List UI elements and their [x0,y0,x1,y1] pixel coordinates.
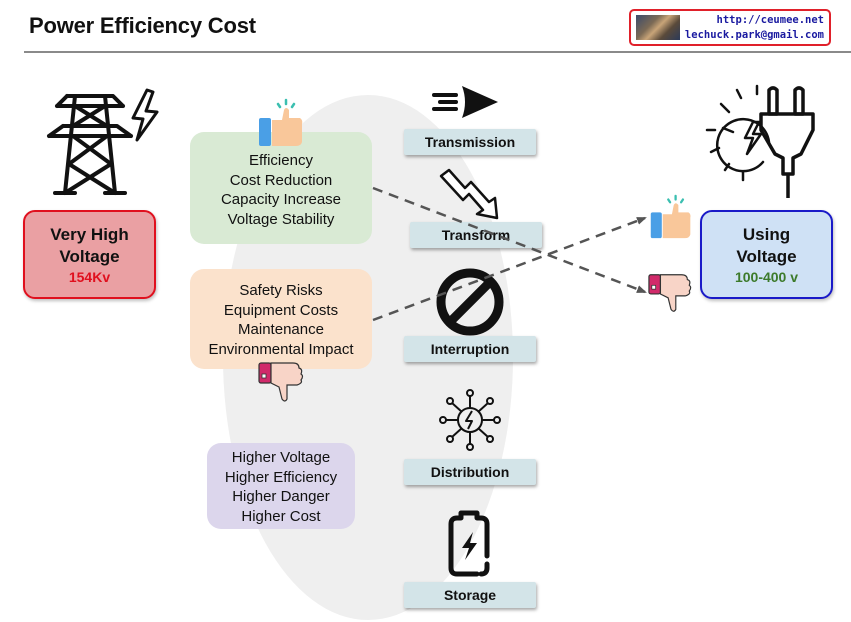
source-title-line2: Voltage [59,247,120,266]
tradeoff-item: Higher Voltage [231,449,331,466]
brand-badge: http://ceumee.net lechuck.park@gmail.com [629,9,831,46]
brand-email[interactable]: lechuck.park@gmail.com [684,29,824,41]
pros-item: Voltage Stability [227,210,335,228]
title-divider [24,51,851,53]
cons-item: Equipment Costs [223,301,339,319]
tradeoff-item: Higher Danger [232,488,330,505]
zigzag-arrow-icon [439,168,499,220]
cons-item: Environmental Impact [208,340,354,358]
using-voltage-box: Using Voltage 100-400 v [700,210,833,299]
destination-title-line1: Using [742,225,791,244]
very-high-voltage-box: Very High Voltage 154Kv [23,210,156,299]
pros-item: Capacity Increase [220,191,342,208]
power-hub-icon [439,389,501,451]
tradeoffs-box: Higher Voltage Higher Efficiency Higher … [207,443,355,529]
source-voltage-value: 154Kv [68,269,111,285]
cons-box: Safety Risks Equipment Costs Maintenance… [190,269,372,369]
transmission-tower-icon [47,88,159,195]
brand-thumbnail [636,15,680,40]
pros-box: Efficiency Cost Reduction Capacity Incre… [190,132,372,244]
tradeoff-item: Higher Cost [241,507,321,525]
stage-distribution: Distribution [404,459,536,485]
pros-item: Cost Reduction [229,171,333,189]
cons-item: Safety Risks [239,282,323,299]
page-title: Power Efficiency Cost [29,13,256,38]
destination-voltage-value: 100-400 v [734,269,799,285]
thumbs-down-icon [258,362,304,402]
prohibited-icon [436,268,504,336]
plug-icon [705,84,815,198]
destination-title-line2: Voltage [736,247,797,266]
pros-item: Efficiency [249,152,313,169]
battery-charging-icon [448,510,490,577]
tradeoff-item: Higher Efficiency [224,468,338,486]
stage-storage: Storage [404,582,536,608]
cons-item: Maintenance [238,321,324,338]
brand-url[interactable]: http://ceumee.net [716,14,824,26]
source-title-line1: Very High [50,225,129,244]
fast-forward-arrow-icon [432,86,498,118]
thumbs-up-icon [259,98,303,146]
stage-transmission: Transmission [404,129,536,155]
destination-thumbs-down-icon [648,274,692,312]
stage-transform: Transform [410,222,542,248]
destination-thumbs-up-icon [650,194,691,239]
stage-interruption: Interruption [404,336,536,362]
